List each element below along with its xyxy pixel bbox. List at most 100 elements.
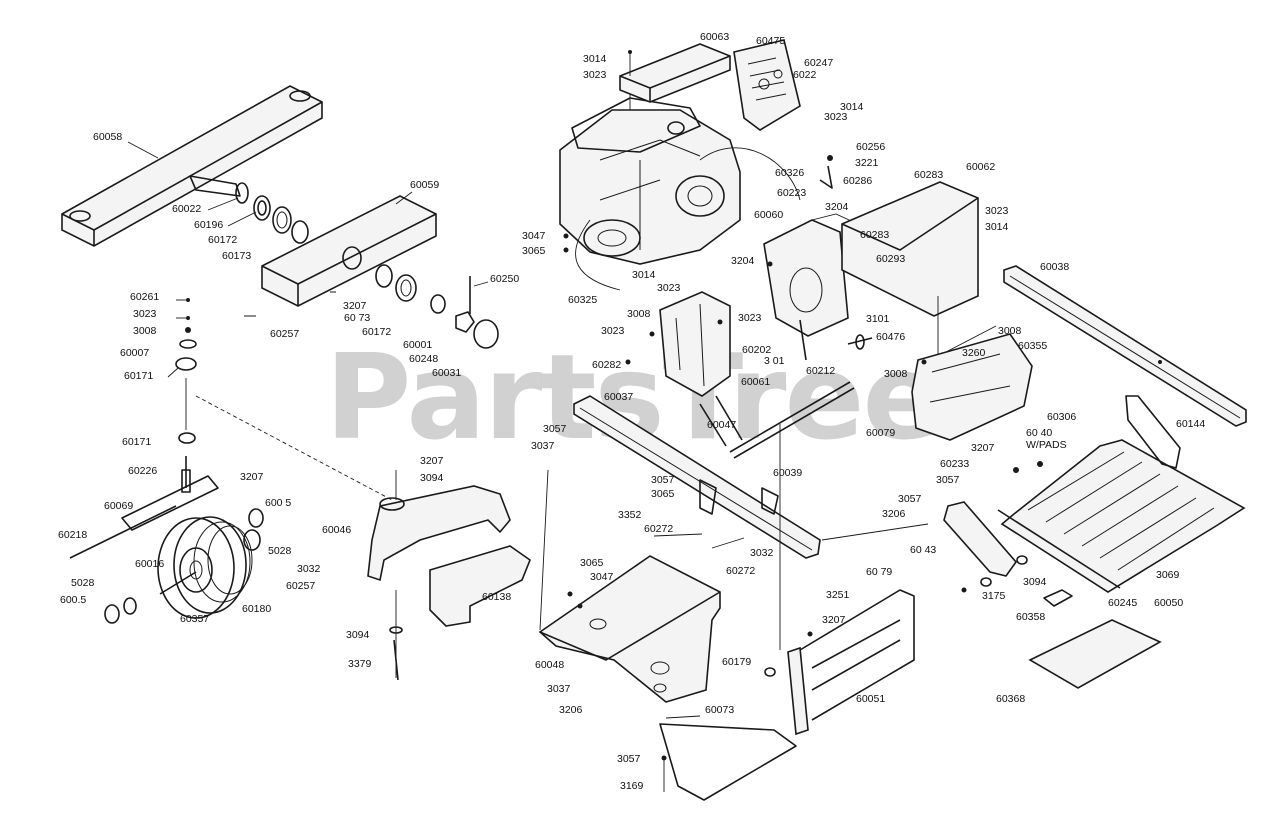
part-label: 60 73	[344, 312, 370, 324]
control-panel	[733, 39, 801, 131]
part-label: 60475	[756, 35, 785, 47]
operator-platform	[997, 395, 1246, 593]
part-label: 3207	[343, 300, 367, 312]
front-wheel-assembly	[69, 456, 264, 624]
part-number-labels: 6005860022601966017260173600596026130233…	[58, 31, 1205, 792]
part-label: 60144	[1176, 418, 1205, 430]
part-label: 3023	[133, 308, 157, 320]
part-label: 60325	[568, 294, 597, 306]
part-label: 3023	[824, 111, 848, 123]
part-label: 3023	[738, 312, 762, 324]
part-label: 60233	[940, 458, 969, 470]
part-label: 3207	[971, 442, 995, 454]
steering-arm	[195, 395, 531, 681]
part-label: 3260	[962, 347, 986, 359]
main-frame	[573, 395, 929, 559]
part-label: 60355	[1018, 340, 1047, 352]
part-label: 60196	[194, 219, 223, 231]
part-label: 60061	[741, 376, 770, 388]
part-label: 3207	[240, 471, 264, 483]
belt-guard	[659, 291, 731, 397]
part-label: 5028	[71, 577, 95, 589]
part-label: 60272	[726, 565, 755, 577]
part-label: 3014	[632, 269, 656, 281]
part-label: 60 40	[1026, 427, 1052, 439]
part-label: 60212	[806, 365, 835, 377]
part-label: 3008	[998, 325, 1022, 337]
part-label: 5028	[268, 545, 292, 557]
part-label: 60073	[705, 704, 734, 716]
hardware-cluster-center	[563, 155, 873, 365]
part-label: 3094	[1023, 576, 1047, 588]
part-label: 600 5	[265, 497, 291, 509]
part-label: 60050	[1154, 597, 1183, 609]
part-label: 3379	[348, 658, 372, 670]
part-label: 3014	[985, 221, 1009, 233]
part-label: 3023	[657, 282, 681, 294]
part-label: 60202	[742, 344, 771, 356]
part-label: 60256	[856, 141, 885, 153]
part-label: 3023	[985, 205, 1009, 217]
part-label: 60 79	[866, 566, 892, 578]
part-label: 60037	[604, 391, 633, 403]
part-label: 60063	[700, 31, 729, 43]
part-label: 600.5	[60, 594, 86, 606]
part-label: 3207	[420, 455, 444, 467]
part-label: 3057	[617, 753, 641, 765]
part-label: 60358	[1016, 611, 1045, 623]
base-plate	[538, 424, 781, 703]
part-label: 60218	[58, 529, 87, 541]
part-label: 3206	[882, 508, 906, 520]
part-label: 3352	[618, 509, 642, 521]
deflector-housing	[911, 325, 1033, 441]
part-label: 3204	[825, 201, 849, 213]
part-label: 3032	[750, 547, 774, 559]
rear-frame	[764, 589, 915, 736]
platform-bracket	[943, 461, 1043, 593]
part-label: 60138	[482, 591, 511, 603]
part-label: 3069	[1156, 569, 1180, 581]
part-label: 60368	[996, 693, 1025, 705]
part-label: 60172	[362, 326, 391, 338]
part-label: 3 01	[764, 355, 785, 367]
part-label: 3032	[297, 563, 321, 575]
pivot-bearings	[244, 246, 499, 349]
axle-bracket	[261, 191, 437, 307]
part-label: 60059	[410, 179, 439, 191]
engine	[559, 86, 801, 291]
part-label: 3204	[731, 255, 755, 267]
part-label: 60180	[242, 603, 271, 615]
part-label: 60051	[856, 693, 885, 705]
part-label: 60060	[754, 209, 783, 221]
bottom-plate	[659, 715, 797, 801]
part-label: 3014	[840, 101, 864, 113]
part-label: 60038	[1040, 261, 1069, 273]
part-label: 3057	[898, 493, 922, 505]
part-label: 3175	[982, 590, 1006, 602]
part-label: 3057	[936, 474, 960, 486]
part-label: 60286	[843, 175, 872, 187]
part-label: 60250	[490, 273, 519, 285]
part-label: 60039	[773, 467, 802, 479]
spindle-bearings	[189, 175, 309, 244]
part-label: 3065	[580, 557, 604, 569]
part-label: 3008	[884, 368, 908, 380]
part-label: 60031	[432, 367, 461, 379]
part-label: 3094	[346, 629, 370, 641]
part-label: 3169	[620, 780, 644, 792]
part-label: 3047	[522, 230, 546, 242]
part-label: 60048	[535, 659, 564, 671]
part-label: 3008	[627, 308, 651, 320]
part-label: 60476	[876, 331, 905, 343]
part-label: 60283	[914, 169, 943, 181]
part-label: 3065	[522, 245, 546, 257]
part-label: 3207	[822, 614, 846, 626]
part-label: 60257	[270, 328, 299, 340]
part-label: 60282	[592, 359, 621, 371]
part-label: 3008	[133, 325, 157, 337]
kingpin-stack	[167, 298, 197, 444]
part-label: 60179	[722, 656, 751, 668]
part-label: 6022	[793, 69, 817, 81]
part-label: 60172	[208, 234, 237, 246]
